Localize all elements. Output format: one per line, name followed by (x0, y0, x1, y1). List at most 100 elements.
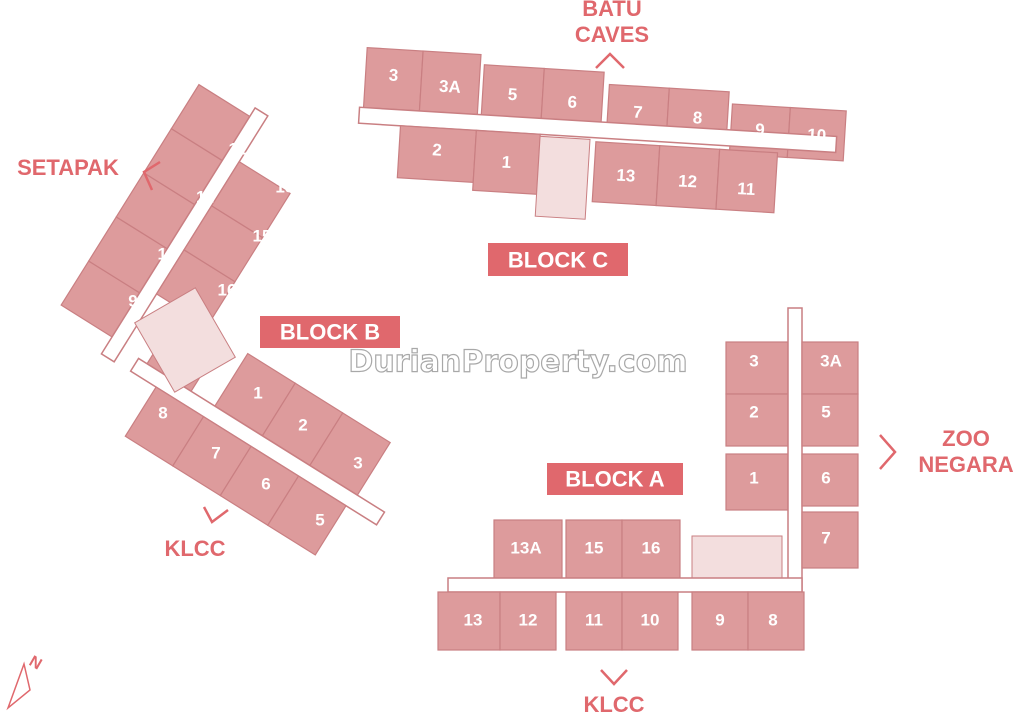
unit-label: 12 (229, 140, 248, 159)
unit-a-1[interactable] (725, 453, 789, 511)
block-b-label: BLOCK B (280, 320, 380, 345)
unit-label: 3 (388, 66, 399, 86)
lift-core-a (691, 535, 783, 579)
unit-label: 3A (820, 352, 842, 371)
unit-label: 8 (692, 108, 703, 128)
block-c-label: BLOCK C (508, 248, 608, 273)
unit-label: 2 (432, 140, 443, 160)
unit-label: 3A (439, 77, 462, 97)
unit-label: 7 (632, 102, 643, 122)
unit-label: 13 (616, 166, 636, 186)
corridor-c (357, 106, 838, 154)
unit-label: 11 (196, 188, 214, 207)
unit-label: 7 (821, 529, 830, 548)
chevron-up-icon (595, 52, 625, 69)
unit-a-12[interactable] (499, 591, 557, 651)
direction-label: KLCC (164, 536, 225, 561)
watermark-text: DurianProperty.com (348, 345, 687, 380)
direction-label: KLCC (583, 692, 644, 717)
unit-label: 12 (519, 611, 538, 630)
north-arrow-outline (6, 661, 31, 711)
chevron-northwest-icon (142, 160, 161, 191)
unit-label: 5 (315, 511, 324, 530)
north-label: N (26, 653, 45, 674)
unit-a-16[interactable] (621, 519, 681, 581)
unit-label: 1 (253, 384, 262, 403)
unit-a-13[interactable] (437, 591, 501, 651)
direction-label: NEGARA (918, 452, 1013, 477)
unit-label: 2 (749, 403, 758, 422)
unit-label: 13A (510, 539, 541, 558)
direction-klcc-bottom: KLCC (583, 669, 645, 717)
unit-label: 13 (464, 611, 483, 630)
unit-label: 11 (737, 179, 756, 199)
chevron-right-icon (879, 434, 897, 470)
unit-a-7[interactable] (801, 511, 859, 569)
watermark: DurianProperty.com (348, 344, 688, 380)
unit-label: 16 (218, 281, 237, 300)
unit-a-5[interactable] (801, 393, 859, 447)
unit-label: 13A (275, 178, 306, 197)
unit-label: 11 (585, 611, 603, 630)
unit-a-13a[interactable] (493, 519, 563, 581)
unit-a-9[interactable] (691, 591, 749, 651)
unit-a-6[interactable] (801, 453, 859, 507)
unit-label: 8 (158, 404, 167, 423)
direction-setapak: SETAPAK (17, 155, 161, 191)
direction-label: ZOO (942, 426, 990, 451)
direction-label: CAVES (575, 22, 649, 47)
unit-label: 13 (262, 88, 281, 107)
unit-a-15[interactable] (565, 519, 623, 581)
unit-label: 15 (253, 227, 272, 246)
unit-a-8[interactable] (747, 591, 805, 651)
unit-a-3a[interactable] (801, 341, 859, 395)
north-arrow: N (6, 653, 45, 711)
corridor-a-tower (787, 307, 803, 599)
unit-c-11[interactable] (715, 148, 779, 214)
unit-label: 9 (128, 292, 137, 311)
unit-a-11[interactable] (565, 591, 623, 651)
unit-label: 10 (641, 611, 660, 630)
block-b-badge (260, 316, 400, 348)
unit-label: 9 (755, 120, 766, 140)
block-c: 3 3A 5 6 7 8 9 10 2 1 13 12 11 BLOCK C (357, 46, 847, 276)
unit-a-10[interactable] (621, 591, 679, 651)
unit-label: 7 (211, 444, 220, 463)
direction-batu-caves: BATU CAVES (575, 0, 649, 69)
direction-label: SETAPAK (17, 155, 119, 180)
unit-label: 10 (158, 245, 177, 264)
lift-core-c (534, 135, 591, 220)
unit-a-2[interactable] (725, 393, 789, 447)
block-a-badge (547, 463, 683, 495)
direction-zoo-negara: ZOO NEGARA (879, 426, 1014, 477)
block-a: 3 3A 2 5 1 6 7 13A 15 16 13 12 11 10 9 8… (437, 307, 859, 651)
block-b: 13 12 13A 11 15 10 16 9 8 1 7 2 6 3 5 3A… (60, 83, 400, 560)
lift-core-b (134, 287, 236, 393)
unit-a-3[interactable] (725, 341, 789, 395)
unit-label: 12 (678, 171, 698, 191)
unit-label: 6 (821, 469, 830, 488)
unit-label: 3A (356, 541, 378, 560)
chevron-southwest-icon (202, 506, 229, 524)
direction-klcc-left: KLCC (164, 506, 229, 561)
block-a-label: BLOCK A (565, 467, 665, 492)
unit-label: 16 (642, 539, 661, 558)
unit-label: 6 (567, 92, 578, 112)
unit-label: 15 (585, 539, 604, 558)
unit-label: 2 (298, 416, 307, 435)
unit-b-3a[interactable] (266, 475, 347, 556)
unit-label: 1 (501, 153, 512, 173)
unit-label: 3 (353, 454, 362, 473)
unit-label: 8 (768, 611, 777, 630)
unit-label: 6 (261, 475, 270, 494)
chevron-down-icon (600, 669, 628, 686)
unit-b-13a[interactable] (210, 160, 291, 239)
unit-label: 9 (715, 611, 724, 630)
unit-label: 5 (821, 403, 830, 422)
unit-label: 10 (807, 125, 827, 145)
unit-label: 5 (507, 85, 518, 105)
block-c-badge (488, 243, 628, 276)
direction-label: BATU (582, 0, 641, 21)
